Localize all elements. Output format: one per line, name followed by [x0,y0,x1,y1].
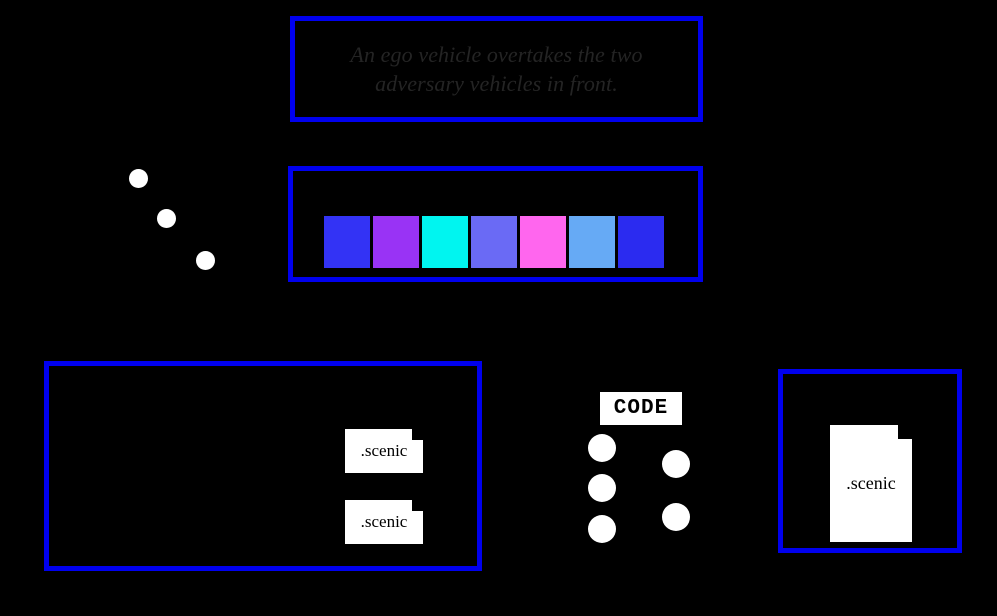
ellipsis-dot-2 [157,209,176,228]
code-dot-right-2 [662,503,690,531]
ellipsis-dot-3 [196,251,215,270]
code-dot-left-1 [588,434,616,462]
scenic-document-card: .scenic [345,500,423,544]
prompt-line-2: adversary vehicles in front. [375,71,618,96]
prompt-text: An ego vehicle overtakes the two adversa… [295,21,698,117]
scenic-document-label: .scenic [360,441,408,460]
scenic-document-label: .scenic [360,512,408,531]
token-strip [324,216,664,268]
token-square-2 [373,216,419,268]
code-badge: CODE [600,392,682,425]
ellipsis-dot-1 [129,169,148,188]
page-fold-icon [412,500,423,511]
token-square-4 [471,216,517,268]
token-square-7 [618,216,664,268]
token-square-1 [324,216,370,268]
page-fold-icon [412,429,423,440]
token-square-3 [422,216,468,268]
token-square-5 [520,216,566,268]
token-square-6 [569,216,615,268]
prompt-line-1: An ego vehicle overtakes the two [350,41,643,67]
natural-language-prompt-panel: An ego vehicle overtakes the two adversa… [290,16,703,122]
page-fold-icon [898,425,912,439]
code-dot-left-3 [588,515,616,543]
code-dot-left-2 [588,474,616,502]
scenic-document-card: .scenic [345,429,423,473]
scenic-output-document: .scenic [830,425,912,542]
code-dot-right-1 [662,450,690,478]
scenic-output-label: .scenic [846,473,896,493]
code-badge-label: CODE [613,397,669,420]
